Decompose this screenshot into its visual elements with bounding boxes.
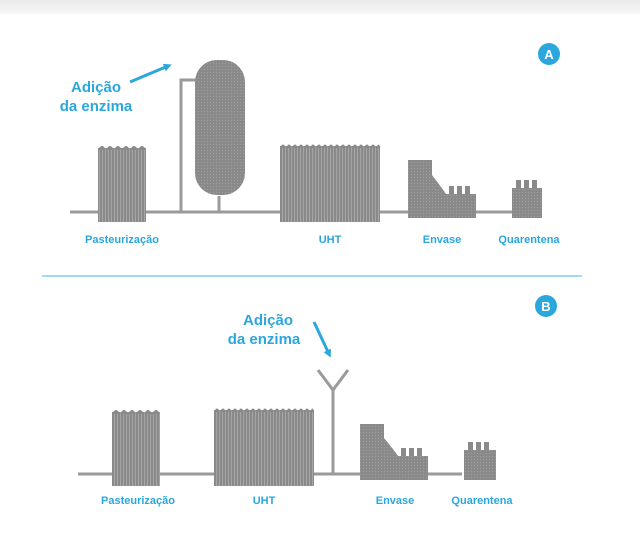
top-bar [0,0,640,14]
label-pasteurization-b: Pasteurização [101,495,175,507]
filling-machine-a [408,160,476,218]
label-uht-a: UHT [319,234,342,246]
label-quarentena-a: Quarentena [498,234,560,246]
pipeline-a [70,78,512,214]
badge-a-text: A [544,47,554,62]
uht-unit-b [214,408,314,486]
label-quarentena-b: Quarentena [451,495,513,507]
enzyme-label-b-line1: Adição [243,312,293,329]
badge-b-text: B [541,299,550,314]
enzyme-tank-a [195,60,245,195]
label-pasteurization-a: Pasteurização [85,234,159,246]
badge-a: A [538,43,560,65]
label-envase-b: Envase [376,495,415,507]
panel-a: A [60,43,560,246]
quarantine-b [464,442,496,480]
enzyme-label-b-line2: da enzima [228,331,301,348]
enzyme-label-a-line1: Adição [71,79,121,96]
arrow-b [312,321,331,358]
filling-machine-b [360,424,428,480]
pasteurizer-a [98,146,146,222]
enzyme-label-a-line2: da enzima [60,98,133,115]
badge-b: B [535,295,557,317]
arrow-a [129,63,172,84]
quarantine-a [512,180,542,218]
label-uht-b: UHT [253,495,276,507]
label-envase-a: Envase [423,234,462,246]
uht-unit-a [280,144,380,222]
panel-b: B [78,295,557,507]
pasteurizer-b [112,410,160,486]
